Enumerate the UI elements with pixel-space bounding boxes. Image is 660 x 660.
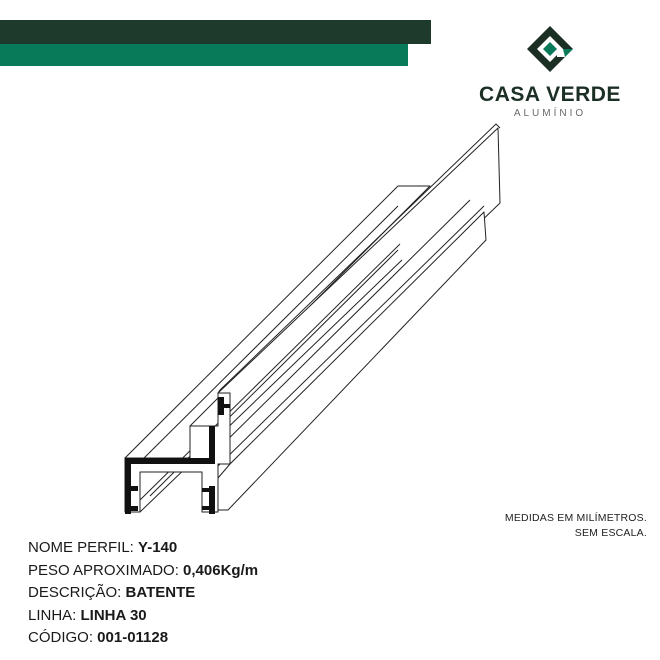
spec-label: DESCRIÇÃO: xyxy=(28,584,126,601)
spec-value: 0,406Kg/m xyxy=(183,561,259,579)
header-band-green xyxy=(0,44,408,66)
profile-line xyxy=(139,259,403,513)
brand-logo: CASA VERDE ALUMÍNIO xyxy=(470,24,630,121)
note-scale: SEM ESCALA. xyxy=(574,527,647,539)
spec-value: Y-140 xyxy=(138,539,178,556)
profile-fin-edge xyxy=(217,123,501,394)
spec-list: NOME PERFIL: Y-140 PESO APROXIMADO: 0,40… xyxy=(28,537,258,650)
profile-line xyxy=(201,199,471,466)
profile-line xyxy=(139,205,399,463)
spec-row-name: NOME PERFIL: Y-140 xyxy=(28,537,258,560)
profile-line xyxy=(139,243,401,501)
scale-note: MEDIDAS EM MILÍMETROS. SEM ESCALA. xyxy=(505,511,647,541)
spec-value: BATENTE xyxy=(125,584,196,601)
spec-row-weight: PESO APROXIMADO: 0,406Kg/m xyxy=(28,560,258,583)
brand-name: CASA VERDE xyxy=(479,83,621,106)
spec-value: LINHA 30 xyxy=(80,606,147,624)
profile-end-section xyxy=(125,397,230,514)
spec-row-code: CÓDIGO: 001-01128 xyxy=(28,627,258,650)
spec-label: LINHA: xyxy=(28,606,81,624)
profile-end-outline xyxy=(124,392,231,513)
profile-fin-face xyxy=(217,127,501,465)
spec-label: PESO APROXIMADO: xyxy=(28,561,184,579)
spec-label: CÓDIGO: xyxy=(28,629,98,646)
spec-label: NOME PERFIL: xyxy=(28,539,139,556)
brand-subtitle: ALUMÍNIO xyxy=(513,108,587,119)
header-band-dark xyxy=(0,20,431,44)
note-units: MEDIDAS EM MILÍMETROS. xyxy=(504,512,647,524)
spec-row-line: LINHA: LINHA 30 xyxy=(28,605,258,628)
spec-value: 001-01128 xyxy=(97,629,169,646)
casa-verde-logo-mark-icon xyxy=(527,26,573,72)
spec-row-description: DESCRIÇÃO: BATENTE xyxy=(28,582,258,605)
profile-line xyxy=(217,205,485,467)
